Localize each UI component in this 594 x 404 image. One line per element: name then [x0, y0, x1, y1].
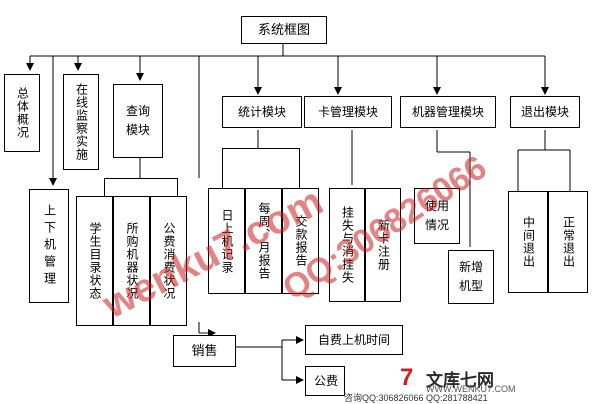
brand-url: WWW.WENKU7.COM: [426, 384, 516, 394]
module-exit: 退出模块: [510, 96, 580, 128]
query-child-public-expense: 公费消费状况: [150, 196, 187, 326]
module-updown-management: 上下机管理: [29, 189, 69, 303]
module-query: 查询模块: [113, 84, 163, 158]
query-child-machine-status: 所购机器状况: [113, 196, 150, 326]
sales-child-self-paid-time: 自费上机时间: [305, 325, 403, 355]
brand-name: 文库七网: [426, 371, 494, 391]
module-online-monitor: 在线监察实施: [63, 74, 99, 170]
module-machine: 机器管理模块: [400, 96, 496, 128]
module-card: 卡管理模块: [304, 96, 392, 128]
brand-contact: 咨询QQ:306826066 QQ:281788421: [344, 393, 488, 403]
query-child-student-status: 学生目录状态: [76, 196, 113, 326]
stats-children-bracket: [222, 148, 300, 189]
sales-child-public-paid: 公费: [305, 366, 345, 396]
machine-child-new-model: 新增机型: [448, 250, 494, 304]
machine-child-usage: 使用情况: [414, 188, 460, 244]
card-child-new-card: 新卡注册: [365, 188, 401, 302]
exit-child-normal: 正常退出: [548, 191, 588, 293]
query-children-bracket: [104, 178, 178, 197]
module-stats: 统计模块: [222, 96, 302, 128]
machine-child-usage-label: 使用情况: [424, 199, 449, 232]
module-sales: 销售: [173, 335, 236, 367]
root-node: 系统框图: [241, 16, 327, 44]
machine-child-new-model-label: 新增机型: [458, 260, 483, 293]
exit-child-midway: 中间退出: [508, 191, 548, 293]
brand-logo-icon: 7: [400, 364, 414, 391]
card-child-report-loss: 挂失与消挂失: [329, 188, 365, 302]
stats-child-daily-log: 日上机记录: [208, 188, 245, 294]
brand-watermark: 7 文库七网 WWW.WENKU7.COM: [400, 364, 590, 398]
stats-child-payment-report: 交款报告: [282, 188, 319, 294]
module-overview: 总体概况: [4, 74, 40, 152]
stats-child-weekly-monthly-report: 每周、月报告: [245, 188, 282, 294]
module-query-label: 查询模块: [125, 104, 150, 137]
